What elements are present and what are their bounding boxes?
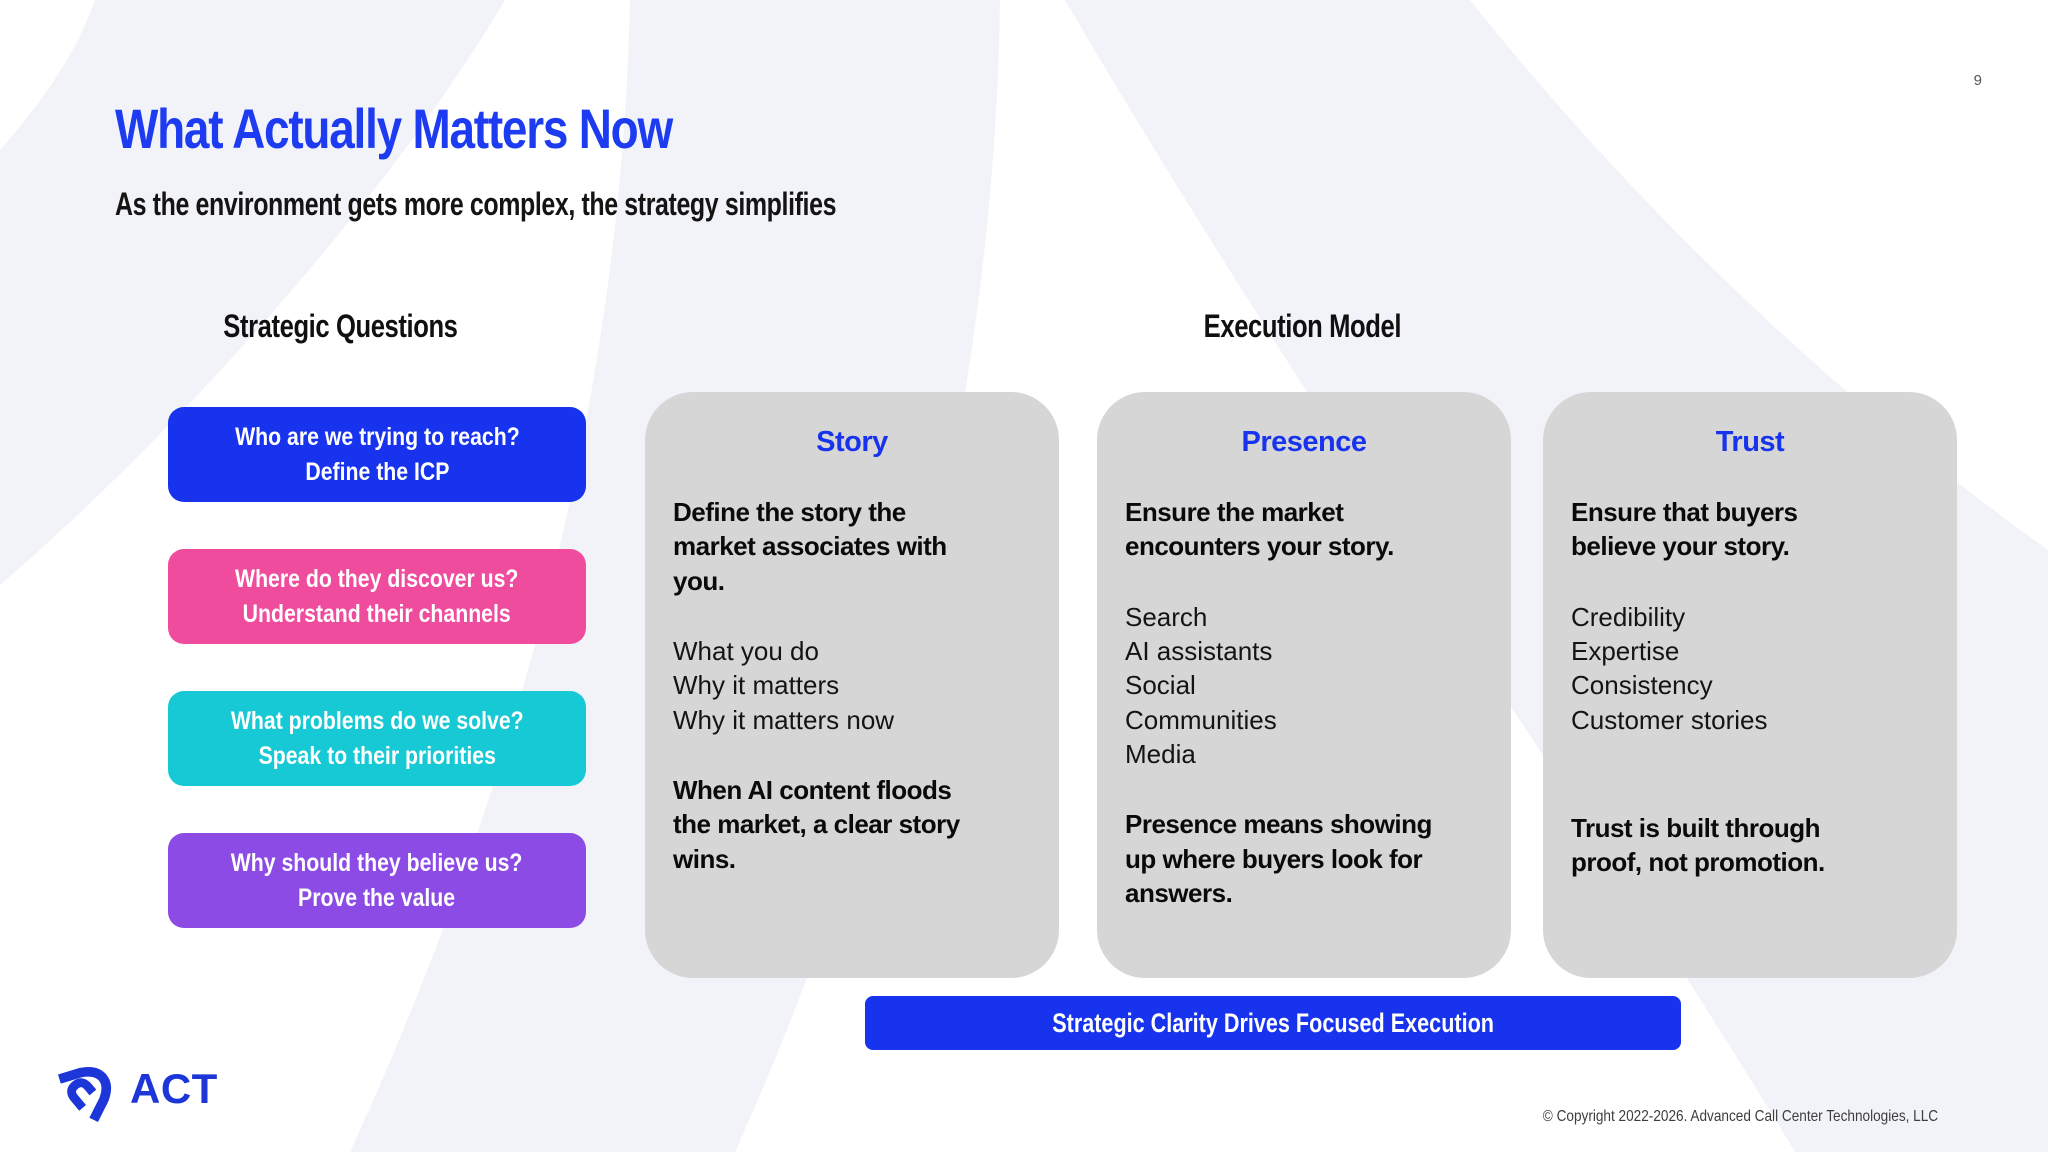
card-outro: Trust is built through proof, not promot… bbox=[1571, 812, 1825, 878]
question-line: What problems do we solve? bbox=[230, 707, 524, 735]
card-list-item: Credibility bbox=[1571, 601, 1686, 632]
question-line: Who are we trying to reach? bbox=[234, 423, 520, 451]
card-list-item: Consistency bbox=[1571, 670, 1713, 701]
copyright-text: © Copyright 2022-2026. Advanced Call Cen… bbox=[1542, 1108, 1938, 1125]
card-list-item: Search bbox=[1125, 601, 1208, 632]
card-presence: Presence Ensure the market encounters yo… bbox=[1097, 392, 1511, 978]
card-list-item: Communities bbox=[1125, 704, 1277, 735]
card-trust: Trust Ensure that buyers believe your st… bbox=[1543, 392, 1957, 978]
card-outro: Presence means showing up where buyers l… bbox=[1125, 809, 1432, 908]
question-box-problems: What problems do we solve? Speak to thei… bbox=[168, 691, 586, 786]
card-list-item: AI assistants bbox=[1125, 635, 1273, 666]
card-list-item: Expertise bbox=[1571, 635, 1680, 666]
card-title: Presence bbox=[1241, 426, 1368, 458]
bottom-banner: Strategic Clarity Drives Focused Executi… bbox=[865, 996, 1681, 1050]
card-title: Trust bbox=[1715, 426, 1785, 458]
card-intro: Ensure the market encounters your story. bbox=[1125, 497, 1394, 562]
act-logo-icon bbox=[58, 1066, 112, 1123]
slide-title: What Actually Matters Now bbox=[115, 97, 673, 160]
execution-model-heading-text: Execution Model bbox=[1203, 308, 1402, 344]
card-list-item: Why it matters now bbox=[673, 704, 895, 735]
action-line: Speak to their priorities bbox=[258, 741, 496, 770]
strategic-questions-heading-text: Strategic Questions bbox=[222, 308, 458, 344]
card-outro: When AI content floods the market, a cle… bbox=[673, 774, 960, 874]
action-line: Understand their channels bbox=[242, 599, 512, 628]
question-line: Where do they discover us? bbox=[235, 565, 519, 593]
card-title: Story bbox=[816, 426, 888, 458]
card-intro: Ensure that buyers believe your story. bbox=[1571, 497, 1798, 562]
question-box-believe: Why should they believe us? Prove the va… bbox=[168, 833, 586, 928]
question-line: Why should they believe us? bbox=[231, 849, 523, 877]
card-list-item: Why it matters bbox=[673, 670, 840, 701]
page-number: 9 bbox=[1973, 72, 1982, 89]
card-list-item: Social bbox=[1125, 670, 1196, 701]
question-box-reach: Who are we trying to reach? Define the I… bbox=[168, 407, 586, 502]
question-box-discover: Where do they discover us? Understand th… bbox=[168, 549, 586, 644]
act-logo: ACT bbox=[52, 1052, 218, 1126]
strategic-questions-heading: Strategic Questions bbox=[130, 308, 550, 345]
card-list-item: What you do bbox=[673, 635, 819, 666]
card-intro: Define the story the market associates w… bbox=[673, 497, 947, 596]
slide-subtitle: As the environment gets more complex, th… bbox=[115, 186, 837, 222]
action-line: Define the ICP bbox=[304, 457, 450, 486]
banner-label: Strategic Clarity Drives Focused Executi… bbox=[1052, 1007, 1494, 1038]
card-list-item: Customer stories bbox=[1571, 704, 1768, 735]
card-list-item: Media bbox=[1125, 738, 1196, 769]
execution-model-heading: Execution Model bbox=[645, 308, 1960, 345]
action-line: Prove the value bbox=[298, 883, 456, 912]
act-logo-text: ACT bbox=[130, 1065, 218, 1112]
card-story: Story Define the story the market associ… bbox=[645, 392, 1059, 978]
